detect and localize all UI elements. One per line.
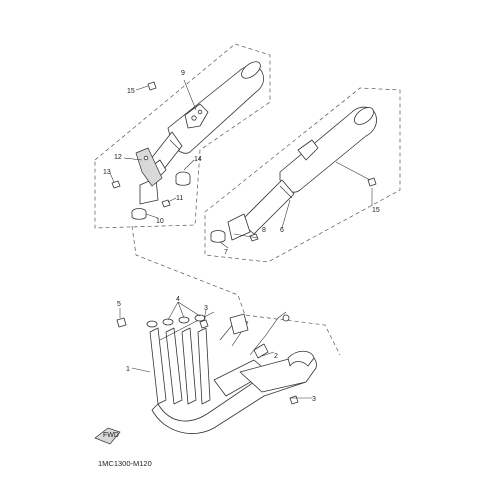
left-muffler[interactable]	[139, 58, 264, 205]
protector-cap[interactable]	[175, 171, 191, 186]
drawing-code: 1MC1300-M120	[98, 459, 152, 468]
callout-15-left: 15	[127, 88, 135, 95]
callout-4: 4	[176, 296, 180, 303]
callout-5: 5	[117, 301, 121, 308]
bolt-15-right[interactable]	[367, 177, 377, 187]
callout-2: 2	[274, 353, 278, 360]
gasket-right[interactable]	[210, 230, 226, 243]
bolt-11[interactable]	[161, 199, 171, 208]
bolt-13[interactable]	[111, 180, 121, 189]
header-connection-boundary	[131, 225, 341, 356]
front-direction-badge: FWD	[94, 427, 121, 445]
exhaust-header-pipes[interactable]	[149, 311, 317, 434]
callout-15-right: 15	[372, 207, 380, 214]
right-muffler[interactable]	[227, 104, 377, 241]
callout-labels: 9 15 12 13 14 11 10 15 6 8 7 4 5 3 2 1 3	[103, 70, 380, 403]
callout-3-lower: 3	[312, 396, 316, 403]
bolt-15-left[interactable]	[147, 81, 157, 91]
callout-13: 13	[103, 169, 111, 176]
callout-11: 11	[176, 195, 183, 202]
callout-12: 12	[114, 154, 122, 161]
callout-9: 9	[181, 70, 185, 77]
gasket-left[interactable]	[131, 208, 147, 220]
muffler-bracket[interactable]	[135, 147, 163, 187]
nut-5[interactable]	[116, 317, 127, 328]
callout-8: 8	[262, 227, 266, 234]
callout-7: 7	[224, 249, 228, 256]
sensor-2[interactable]	[249, 311, 290, 359]
callout-1: 1	[126, 366, 130, 373]
fwd-label: FWD	[103, 432, 119, 439]
header-gaskets[interactable]	[146, 314, 206, 328]
leader-lines	[109, 79, 373, 399]
callout-6: 6	[280, 227, 284, 234]
callout-14: 14	[194, 156, 202, 163]
right-muffler-assembly-boundary	[204, 87, 401, 263]
stud-3-upper[interactable]	[199, 319, 209, 329]
stud-3-lower[interactable]	[289, 395, 299, 405]
callout-3-upper: 3	[204, 305, 208, 312]
callout-10: 10	[156, 218, 164, 225]
